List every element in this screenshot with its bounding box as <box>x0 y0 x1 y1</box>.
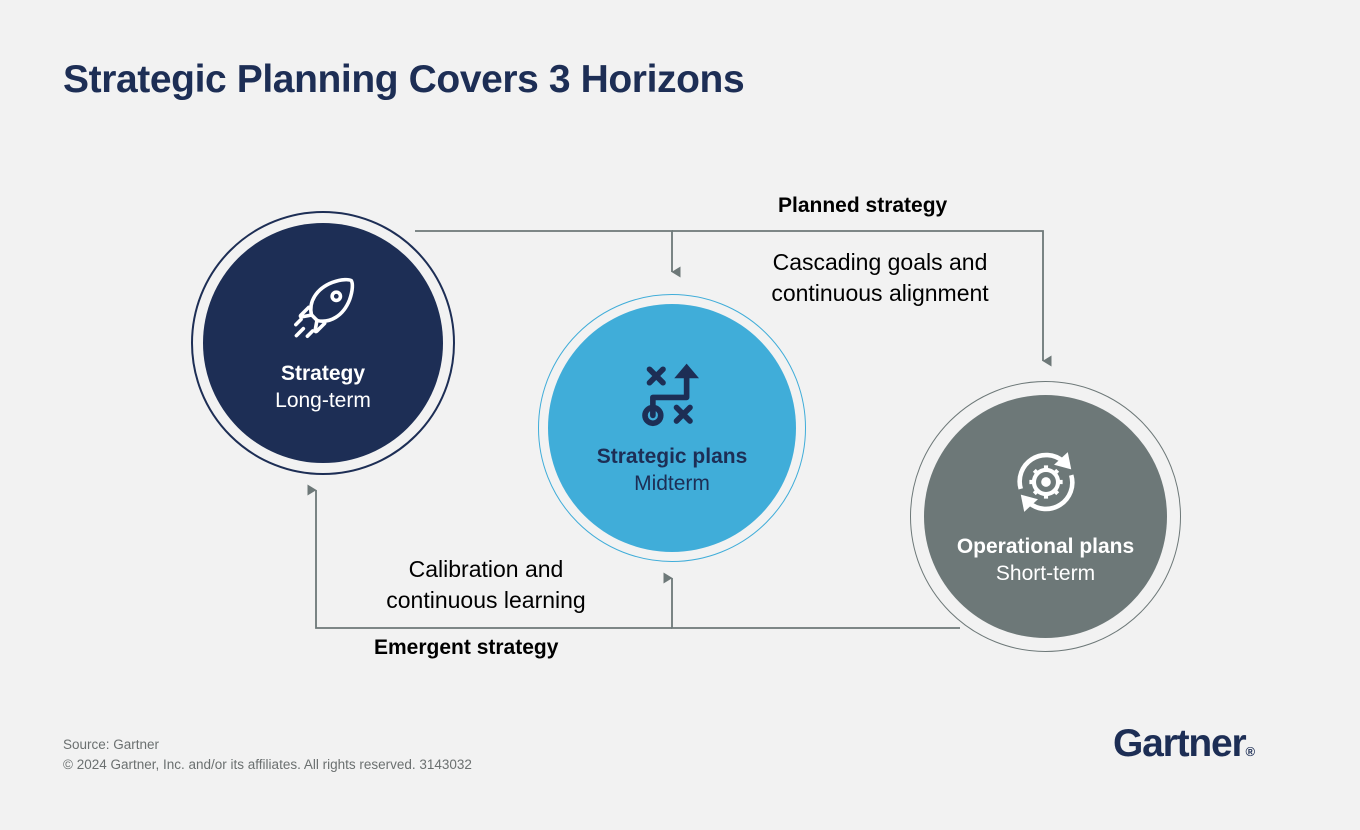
node-operational-plans-subtitle: Short-term <box>995 562 1096 585</box>
strategy-playbook-icon <box>636 359 708 429</box>
registered-trademark-icon: ® <box>1245 744 1256 759</box>
strategic-plans-outer-ring <box>538 294 806 562</box>
node-strategy-title: Strategy <box>280 361 366 385</box>
footer-copyright: © 2024 Gartner, Inc. and/or its affiliat… <box>63 757 472 772</box>
node-strategic-plans-title: Strategic plans <box>596 444 748 468</box>
node-operational-plans-title: Operational plans <box>956 535 1135 558</box>
node-strategic-plans-subtitle: Midterm <box>634 471 710 495</box>
gartner-logo: Gartner® <box>1113 722 1255 774</box>
planned-strategy-heading: Planned strategy <box>778 194 948 217</box>
planned-strategy-description: Cascading goals and continuous alignment <box>771 249 989 306</box>
node-strategy[interactable]: Strategy Long-term <box>203 223 443 463</box>
rocket-icon <box>286 272 360 346</box>
node-operational-plans[interactable]: Operational plans Short-term <box>924 395 1167 638</box>
gartner-logo-text: Gartner <box>1113 722 1247 765</box>
footer-source: Source: Gartner <box>63 737 160 752</box>
node-strategic-plans[interactable]: Strategic plans Midterm <box>548 304 796 552</box>
emergent-strategy-heading: Emergent strategy <box>374 636 559 659</box>
operational-plans-outer-ring <box>910 381 1181 652</box>
connector-planned-strategy <box>415 230 1052 367</box>
strategy-outer-ring <box>191 211 455 475</box>
node-strategy-subtitle: Long-term <box>275 388 371 412</box>
gear-cycle-icon <box>1007 445 1085 519</box>
page-title: Strategic Planning Covers 3 Horizons <box>63 58 745 101</box>
emergent-strategy-description: Calibration and continuous learning <box>386 556 586 613</box>
connector-emergent-strategy <box>307 484 960 629</box>
footer-attribution: Source: Gartner © 2024 Gartner, Inc. and… <box>63 735 472 775</box>
